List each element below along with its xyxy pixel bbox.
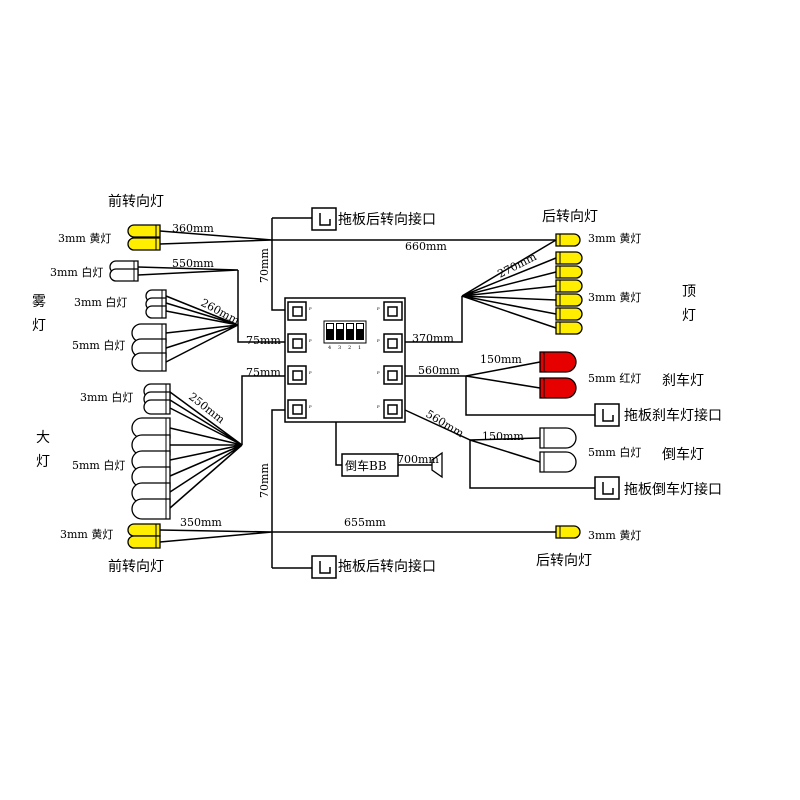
wire-length: 270mm (495, 250, 539, 281)
trailer-reverse-connector (594, 476, 620, 500)
yellow-bulb-icon (127, 535, 161, 549)
white-bulb-icon (143, 399, 171, 415)
yellow-bulb-icon (555, 265, 583, 279)
yellow-bulb-icon (555, 251, 583, 265)
reverse-label: 倒车灯 (662, 446, 704, 463)
wire-length: 350mm (180, 516, 222, 529)
bulb-spec-label: 3mm 白灯 (74, 295, 127, 309)
bulb-spec-label: 5mm 白灯 (588, 445, 641, 459)
white-bulb-icon (145, 305, 167, 319)
switch-number: 4 (328, 345, 331, 351)
trailer-rear-turn-label-top: 拖板后转向接口 (338, 211, 436, 228)
bulb-spec-label: 3mm 白灯 (80, 390, 133, 404)
yellow-bulb-icon (555, 321, 583, 335)
port-label: P (309, 306, 312, 311)
controller-board: P P P P P P P P 4 3 2 1 (284, 297, 406, 423)
wire-length: 560mm (423, 407, 466, 440)
port-p7 (383, 365, 403, 385)
trailer-rear-turn-connector-top (311, 207, 337, 231)
trailer-rear-turn-label-bottom: 拖板后转向接口 (338, 558, 436, 575)
bulb-spec-label: 3mm 黄灯 (588, 290, 641, 304)
rear-turn-label-top: 后转向灯 (542, 209, 598, 225)
switch-number: 1 (358, 345, 361, 351)
trailer-reverse-label: 拖板倒车灯接口 (624, 481, 722, 498)
dip-switch: 4 3 2 1 (323, 320, 367, 351)
bulb-spec-label: 5mm 红灯 (588, 372, 641, 385)
wire-length: 370mm (412, 332, 454, 345)
wire-length: 150mm (482, 430, 524, 443)
reverse-buzzer (341, 451, 443, 479)
wire-length: 75mm (246, 334, 281, 347)
wire-length: 70mm (258, 463, 271, 498)
port-label: P (309, 370, 312, 375)
white-bulb-icon (109, 268, 139, 282)
wire-length: 660mm (405, 240, 447, 253)
white-bulb-icon (539, 427, 577, 449)
red-bulb-icon (539, 351, 577, 373)
port-label: P (377, 404, 380, 409)
port-p5 (383, 301, 403, 321)
yellow-bulb-icon (127, 523, 161, 537)
trailer-rear-turn-connector-bottom (311, 555, 337, 579)
bulbs (109, 224, 583, 549)
port-label: P (377, 338, 380, 343)
yellow-bulb-icon (555, 525, 581, 539)
bulb-spec-label: 3mm 黄灯 (588, 528, 641, 542)
bulb-spec-label: 5mm 白灯 (72, 458, 125, 472)
trailer-brake-label: 拖板刹车灯接口 (624, 407, 722, 424)
yellow-bulb-icon (555, 307, 583, 321)
bulb-spec-label: 3mm 黄灯 (60, 527, 113, 541)
red-bulb-icon (539, 377, 577, 399)
brake-label: 刹车灯 (662, 372, 704, 389)
wire-length: 655mm (344, 516, 386, 529)
port-p8 (383, 399, 403, 419)
switch-number: 2 (348, 345, 351, 351)
port-p2 (287, 333, 307, 353)
wire-length: 560mm (418, 364, 460, 377)
yellow-bulb-icon (555, 279, 583, 293)
trailer-brake-connector (594, 403, 620, 427)
port-p6 (383, 333, 403, 353)
yellow-bulb-icon (127, 224, 161, 238)
port-p1 (287, 301, 307, 321)
reverse-buzzer-label: 倒车BB (345, 458, 387, 473)
white-bulb-icon (539, 451, 577, 473)
wire-length: 550mm (172, 257, 214, 270)
fog-label-2: 灯 (32, 318, 46, 334)
big-label-1: 大 (36, 430, 50, 446)
wire-length: 75mm (246, 366, 281, 379)
big-label-2: 灯 (36, 454, 50, 470)
bulb-spec-label: 3mm 黄灯 (58, 231, 111, 245)
top-label-2: 灯 (682, 308, 696, 324)
wires (137, 217, 595, 569)
yellow-bulb-icon (555, 293, 583, 307)
bulb-spec-label: 5mm 白灯 (72, 338, 125, 352)
port-label: P (377, 306, 380, 311)
rear-turn-label-bottom: 后转向灯 (536, 553, 592, 569)
bulb-spec-label: 3mm 黄灯 (588, 231, 641, 245)
white-bulb-icon (131, 498, 171, 520)
switch-number: 3 (338, 345, 341, 351)
white-bulb-icon (131, 352, 167, 372)
yellow-bulb-icon (555, 233, 581, 247)
port-p3 (287, 365, 307, 385)
port-p4 (287, 399, 307, 419)
port-label: P (309, 404, 312, 409)
front-turn-label-top: 前转向灯 (108, 193, 164, 210)
bulb-spec-label: 3mm 白灯 (50, 265, 103, 279)
port-label: P (309, 338, 312, 343)
top-label-1: 顶 (682, 284, 696, 300)
wire-length: 70mm (258, 248, 271, 283)
wire-length: 360mm (172, 222, 214, 235)
yellow-bulb-icon (127, 237, 161, 251)
port-label: P (377, 370, 380, 375)
wire-length: 150mm (480, 353, 522, 366)
front-turn-label-bottom: 前转向灯 (108, 558, 164, 575)
fog-label-1: 雾 (32, 294, 46, 310)
wire-length: 700mm (397, 453, 439, 466)
